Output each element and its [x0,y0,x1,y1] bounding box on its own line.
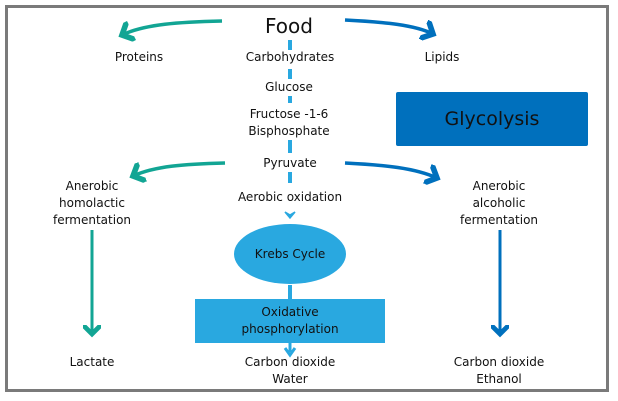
lipids-label: Lipids [424,50,460,64]
homolactic-fermentation-label: Anerobic homolactic fermentation [53,178,131,229]
arrow-pyruvate-to-homolactic [133,161,226,176]
lactate-label: Lactate [69,355,115,369]
fructose-label-line1: Fructose -1-6 [249,107,329,121]
homolactic-line1: Anerobic [65,179,119,193]
glucose-label: Glucose [265,80,313,94]
fructose-label: Fructose -1-6 Bisphosphate [248,106,329,140]
alcoholic-line1: Anerobic [472,179,526,193]
arrow-oxphos-to-products [283,343,297,358]
pyruvate-label: Pyruvate [263,156,317,170]
oxphos-line1: Oxidative [261,305,319,319]
oxphos-line2: phosphorylation [241,322,339,336]
oxidative-phosphorylation-box: Oxidative phosphorylation [195,299,385,343]
alcoholic-fermentation-label: Anerobic alcoholic fermentation [460,178,538,229]
proteins-label: Proteins [114,50,164,64]
krebs-cycle-node: Krebs Cycle [234,224,346,284]
aerobic-oxidation-label: Aerobic oxidation [237,190,343,204]
krebs-cycle-label: Krebs Cycle [254,247,326,261]
arrow-pyruvate-to-alcoholic [344,161,437,178]
alcoholic-product-2: Ethanol [476,372,522,386]
arrow-aerobic-to-krebs [284,211,296,220]
arrow-food-to-lipids [344,18,433,34]
food-label: Food [265,14,313,38]
alcoholic-products-label: Carbon dioxide Ethanol [454,354,544,388]
homolactic-line2: homolactic [59,196,125,210]
alcoholic-line2: alcoholic [472,196,526,210]
glycolysis-label: Glycolysis [444,108,540,130]
glycolysis-box: Glycolysis [396,92,588,146]
carbohydrates-label: Carbohydrates [245,50,335,64]
aerobic-product-1: Carbon dioxide [244,355,336,369]
alcoholic-product-1: Carbon dioxide [453,355,545,369]
alcoholic-line3: fermentation [459,213,539,227]
homolactic-line3: fermentation [52,213,132,227]
arrow-food-to-proteins [122,19,223,35]
fructose-label-line2: Bisphosphate [248,124,330,138]
aerobic-products-label: Carbon dioxide Water [245,354,335,388]
aerobic-product-2: Water [272,372,308,386]
diagram-frame [5,5,609,392]
